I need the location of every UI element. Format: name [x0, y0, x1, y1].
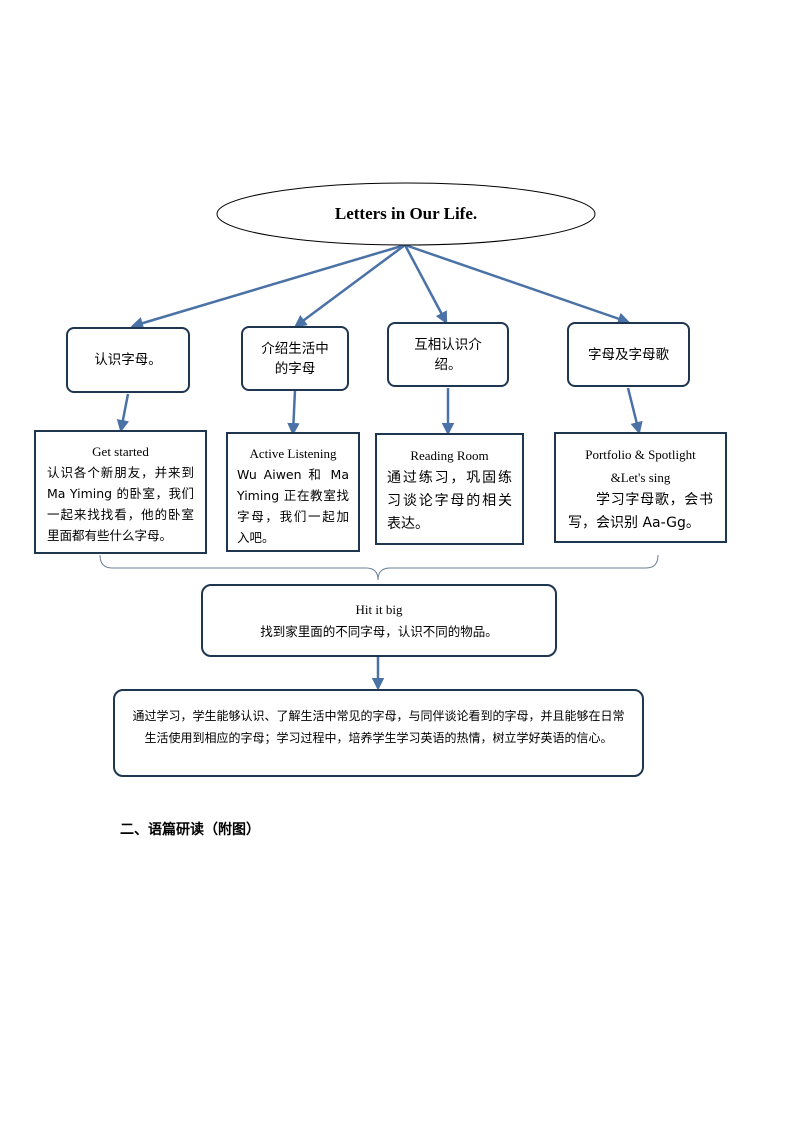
arrow-title-to-topic-1 — [130, 243, 406, 330]
detail-body-3: 通过练习，巩固练习谈论字母的相关表达。 — [387, 470, 512, 532]
summary-heading: Hit it big — [355, 602, 403, 617]
section-heading: 二、语篇研读（附图） — [120, 822, 260, 838]
topic-box-1: 认识字母。 — [66, 327, 190, 393]
goal-box: 通过学习，学生能够认识、了解生活中常见的字母，与同伴谈论看到的字母，并且能够在日… — [113, 689, 644, 777]
topic-box-2: 介绍生活中的字母 — [241, 326, 349, 391]
topic-label-4: 字母及字母歌 — [588, 346, 669, 363]
summary-box: Hit it big 找到家里面的不同字母，认识不同的物品。 — [201, 584, 557, 657]
detail-box-2: Active Listening Wu Aiwen 和 Ma Yiming 正在… — [226, 432, 360, 552]
detail-body-4: 学习字母歌，会书写，会识别 Aa-Gg。 — [568, 492, 713, 531]
topic-label-3: 互相认识介绍。 — [414, 336, 482, 373]
arrow-topic-1-to-detail-1 — [116, 393, 130, 433]
title-ellipse — [216, 182, 596, 246]
detail-box-4: Portfolio & Spotlight &Let's sing 学习字母歌，… — [554, 432, 727, 543]
arrow-title-to-topic-4 — [404, 243, 631, 325]
arrow-title-to-topic-2 — [293, 243, 406, 328]
detail-heading-2: Active Listening — [249, 446, 337, 461]
detail-heading-3: Reading Room — [410, 448, 489, 463]
detail-heading-1: Get started — [92, 444, 149, 459]
topic-box-4: 字母及字母歌 — [567, 322, 690, 387]
arrow-topic-4-to-detail-4 — [626, 387, 643, 435]
detail-box-3: Reading Room 通过练习，巩固练习谈论字母的相关表达。 — [375, 433, 524, 545]
arrow-topic-2-to-detail-2 — [287, 389, 300, 436]
summary-body: 找到家里面的不同字母，认识不同的物品。 — [260, 624, 498, 639]
topic-label-1: 认识字母。 — [94, 352, 162, 368]
arrow-title-to-topic-3 — [403, 244, 448, 325]
topic-box-3: 互相认识介绍。 — [387, 322, 509, 387]
detail-body-1: 认识各个新朋友，并来到 Ma Yiming 的卧室，我们一起来找找看，他的卧室里… — [47, 465, 194, 543]
topic-label-2: 介绍生活中的字母 — [261, 340, 329, 377]
diagram-title: Letters in Our Life. — [334, 204, 478, 223]
detail-box-1: Get started 认识各个新朋友，并来到 Ma Yiming 的卧室，我们… — [34, 430, 207, 554]
grouping-brace — [99, 554, 659, 581]
detail-heading-4: Portfolio & Spotlight &Let's sing — [585, 447, 696, 485]
detail-body-2: Wu Aiwen 和 Ma Yiming 正在教室找字母，我们一起加入吧。 — [237, 467, 349, 545]
goal-text: 通过学习，学生能够认识、了解生活中常见的字母，与同伴谈论看到的字母，并且能够在日… — [132, 709, 625, 745]
